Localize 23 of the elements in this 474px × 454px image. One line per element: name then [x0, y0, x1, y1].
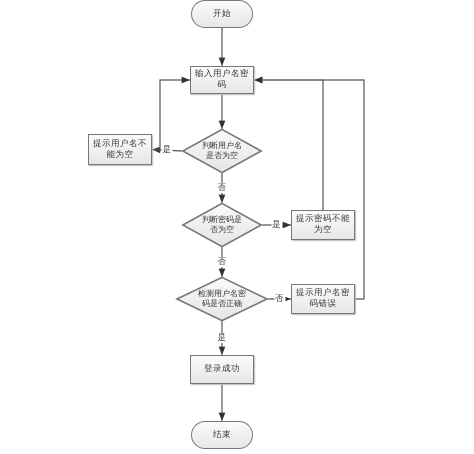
arrow	[152, 76, 190, 151]
process-box: 提示密码不能为空	[291, 210, 355, 240]
arrow	[262, 222, 291, 228]
edge-label: 是	[216, 333, 228, 343]
edge-label: 否	[216, 257, 228, 267]
decision-diamond: 判断密码是否为空	[182, 203, 262, 247]
arrow	[218, 94, 226, 129]
edge-label: 否	[274, 294, 285, 304]
process-box: 登录成功	[190, 355, 254, 384]
arrow	[218, 28, 226, 66]
edge-label: 是	[271, 220, 282, 230]
edge-label: 否	[216, 183, 228, 193]
edge-label: 是	[162, 145, 172, 156]
terminal-box: 开始	[191, 0, 253, 28]
terminal-box: 结束	[191, 421, 253, 449]
arrow	[254, 76, 365, 300]
decision-diamond: 判断用户名是否为空	[182, 129, 262, 173]
process-box: 提示用户名不能为空	[88, 134, 152, 165]
arrow	[218, 384, 226, 421]
arrow	[152, 146, 182, 154]
process-box: 提示用户名密码错误	[291, 284, 355, 314]
decision-diamond: 检测用户名密码是否正确	[176, 277, 268, 321]
process-box: 输入用户名密码	[190, 66, 254, 94]
